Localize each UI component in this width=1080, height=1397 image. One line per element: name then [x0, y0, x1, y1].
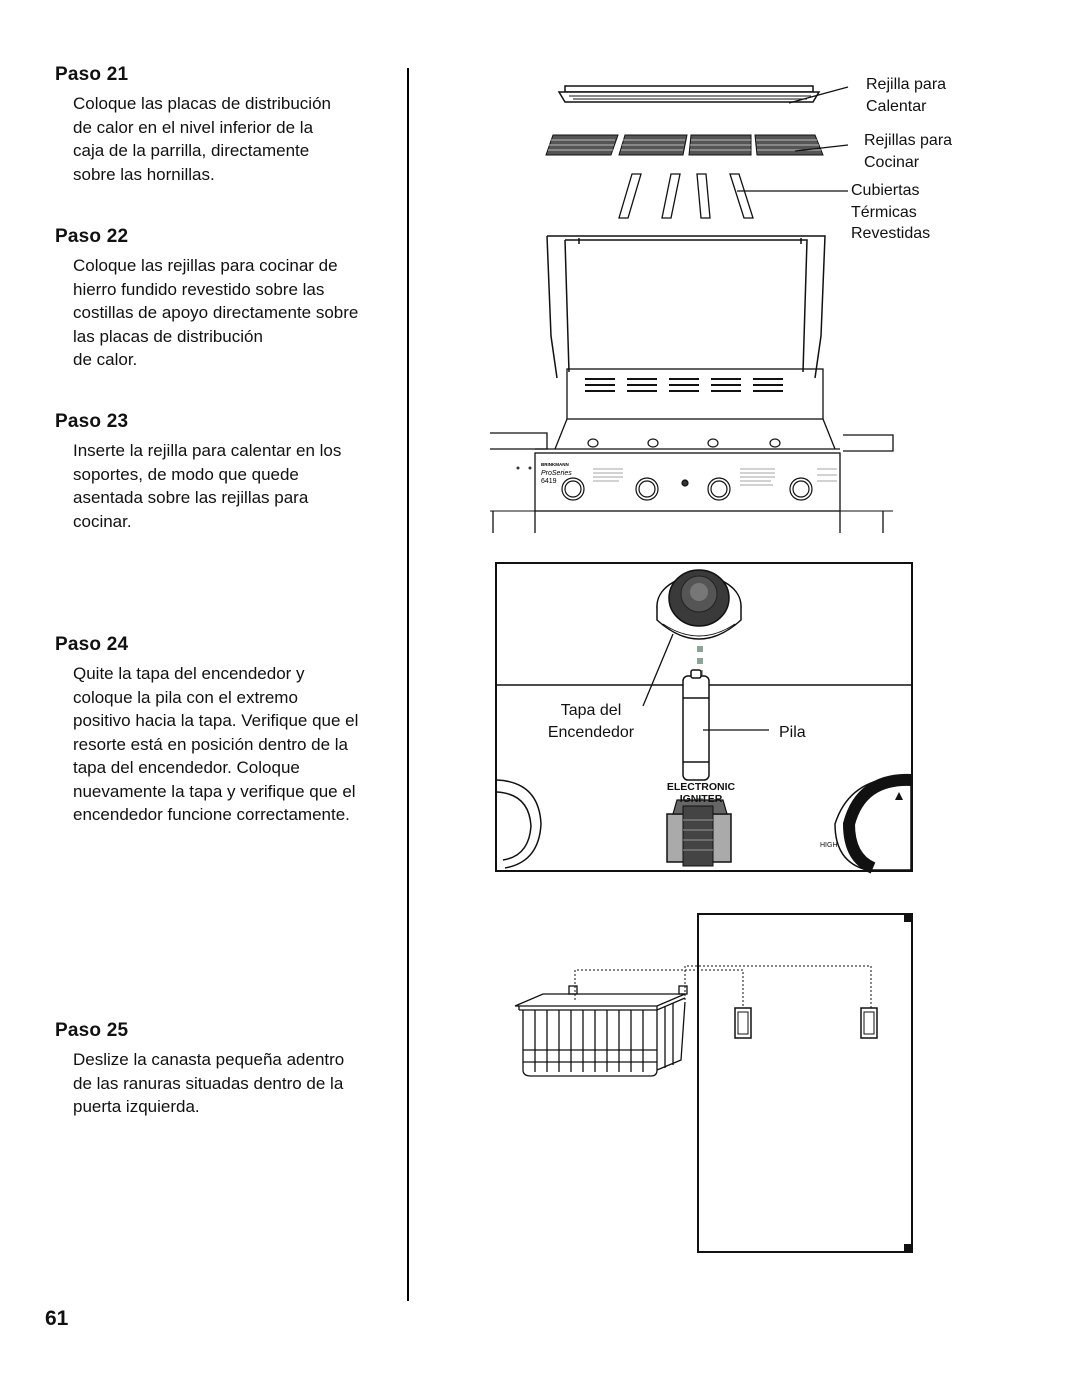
- step-23: Paso 23 Inserte la rejilla para calentar…: [55, 411, 395, 533]
- step-line: Inserte la rejilla para calentar en los: [73, 441, 342, 460]
- label-line: Calentar: [866, 97, 927, 115]
- step-line: soportes, de modo que quede: [73, 464, 299, 484]
- step-title: Paso 21: [55, 64, 129, 85]
- step-21: Paso 21 Coloque las placas de distribuci…: [55, 64, 395, 186]
- igniter-illustration: ELECTRONIC IGNITER HIGH: [495, 562, 913, 874]
- step-line: Coloque las placas de distribución: [73, 94, 331, 113]
- step-line: coloque la pila con el extremo: [73, 687, 298, 707]
- grill-illustration: [545, 85, 849, 378]
- left-knob-illustration: [496, 779, 542, 869]
- step-line: las placas de distribución: [73, 326, 263, 346]
- label-warming-rack: Rejilla para Calentar: [866, 74, 946, 117]
- door-illustration: [697, 913, 913, 1253]
- label-battery: Pila: [779, 724, 806, 741]
- igniter-panel-line-1: ELECTRONIC: [667, 781, 736, 793]
- label-cooking-grates: Rejillas para Cocinar: [864, 130, 952, 173]
- right-knob-illustration: [834, 773, 912, 874]
- step-line: cocinar.: [73, 511, 132, 531]
- label-line: Encendedor: [547, 723, 635, 741]
- label-heat-tents: Cubiertas Térmicas Revestidas: [851, 180, 930, 245]
- knob-high-label: HIGH: [820, 842, 838, 849]
- label-line: Rejillas para: [864, 132, 953, 149]
- step-body: Quite la tapa del encendedor y coloque l…: [73, 662, 395, 827]
- brand-label: BRINKMANN: [541, 462, 569, 467]
- door-slots: [734, 1007, 878, 1039]
- step-line: resorte está en posición dentro de la: [73, 734, 349, 754]
- step-body: Deslize la canasta pequeña adentro de la…: [73, 1048, 395, 1119]
- step-body: Coloque las placas de distribución de ca…: [73, 92, 395, 186]
- step-line: sobre las hornillas.: [73, 164, 215, 184]
- step-line: hierro fundido revestido sobre las: [73, 279, 325, 299]
- step-line: Deslize la canasta pequeña adentro: [73, 1050, 345, 1069]
- step-line: de calor en el nivel inferior de la: [73, 117, 314, 137]
- step-title: Paso 23: [55, 411, 129, 432]
- warming-rack-illustration: [557, 85, 821, 103]
- label-line: Revestidas: [851, 225, 931, 242]
- step-line: de las ranuras situadas dentro de la: [73, 1073, 344, 1093]
- step-line: caja de la parrilla, directamente: [73, 141, 310, 160]
- step-line: tapa del encendedor. Coloque: [73, 758, 300, 777]
- step-body: Coloque las rejillas para cocinar de hie…: [73, 254, 395, 372]
- label-igniter-cap: Tapa del Encendedor: [544, 700, 638, 743]
- igniter-panel-line-2: IGNITER: [680, 793, 723, 805]
- heat-tents-illustration: [618, 173, 754, 219]
- step-line: de calor.: [73, 350, 138, 369]
- label-line: Cubiertas: [851, 182, 920, 199]
- step-24: Paso 24 Quite la tapa del encendedor y c…: [55, 634, 395, 827]
- step-line: nuevamente la tapa y verifique que el: [73, 781, 356, 801]
- model-label: 6419: [541, 478, 557, 485]
- column-divider: [407, 68, 409, 1301]
- step-line: positivo hacia la tapa. Verifique que el: [73, 711, 359, 730]
- grill-lid-illustration: [546, 235, 826, 378]
- step-title: Paso 22: [55, 226, 129, 247]
- basket-illustration: [514, 985, 688, 1077]
- step-line: asentada sobre las rejillas para: [73, 488, 309, 507]
- step-line: Coloque las rejillas para cocinar de: [73, 256, 338, 275]
- battery-illustration: [682, 669, 710, 781]
- step-body: Inserte la rejilla para calentar en los …: [73, 439, 395, 533]
- label-line: Tapa del: [560, 702, 622, 719]
- step-22: Paso 22 Coloque las rejillas para cocina…: [55, 226, 395, 372]
- door-basket-illustration: [514, 913, 913, 1253]
- step-title: Paso 25: [55, 1020, 129, 1041]
- page-number: 61: [45, 1307, 69, 1330]
- step-line: puerta izquierda.: [73, 1097, 200, 1116]
- igniter-socket-illustration: [666, 799, 732, 867]
- step-25: Paso 25 Deslize la canasta pequeña adent…: [55, 1020, 395, 1119]
- step-line: costillas de apoyo directamente sobre: [73, 303, 359, 322]
- step-title: Paso 24: [55, 634, 129, 655]
- label-line: Rejilla para: [866, 76, 947, 93]
- igniter-cap-illustration: [656, 569, 742, 640]
- label-line: Térmicas: [851, 203, 917, 221]
- step-line: Quite la tapa del encendedor y: [73, 664, 305, 683]
- label-line: Cocinar: [864, 153, 920, 171]
- step-line: encendedor funcione correctamente.: [73, 805, 350, 824]
- series-label: ProSeries: [541, 470, 572, 477]
- grill-body-illustration: BRINKMANN ProSeries 6419: [490, 368, 894, 533]
